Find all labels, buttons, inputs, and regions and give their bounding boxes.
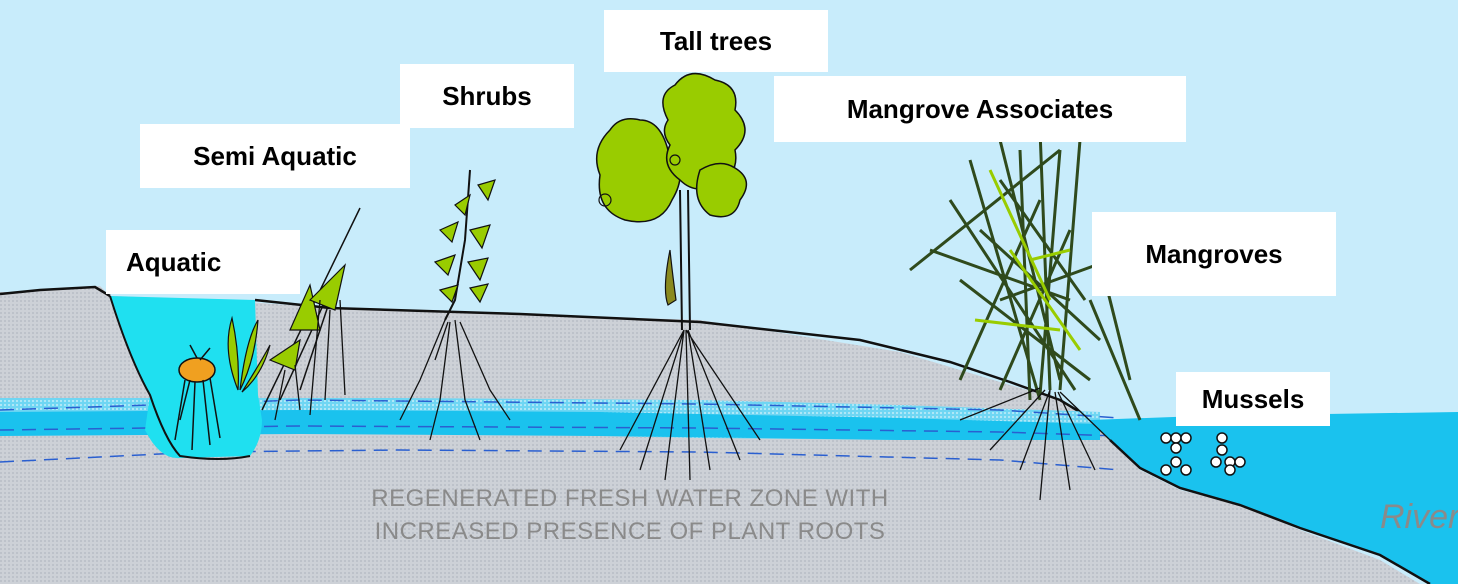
label-mangroves: Mangroves: [1092, 212, 1336, 296]
label-shrubs: Shrubs: [400, 64, 574, 128]
zone-description: REGENERATED FRESH WATER ZONE WITH INCREA…: [220, 482, 1040, 548]
zone-description-line-1: REGENERATED FRESH WATER ZONE WITH: [220, 482, 1040, 515]
river-label: River: [1380, 498, 1458, 537]
label-mangrove-associates: Mangrove Associates: [774, 76, 1186, 142]
label-semi-aquatic: Semi Aquatic: [140, 124, 410, 188]
label-aquatic: Aquatic: [106, 230, 300, 294]
label-tall-trees: Tall trees: [604, 10, 828, 72]
zone-description-line-2: INCREASED PRESENCE OF PLANT ROOTS: [220, 515, 1040, 548]
label-mussels: Mussels: [1176, 372, 1330, 426]
